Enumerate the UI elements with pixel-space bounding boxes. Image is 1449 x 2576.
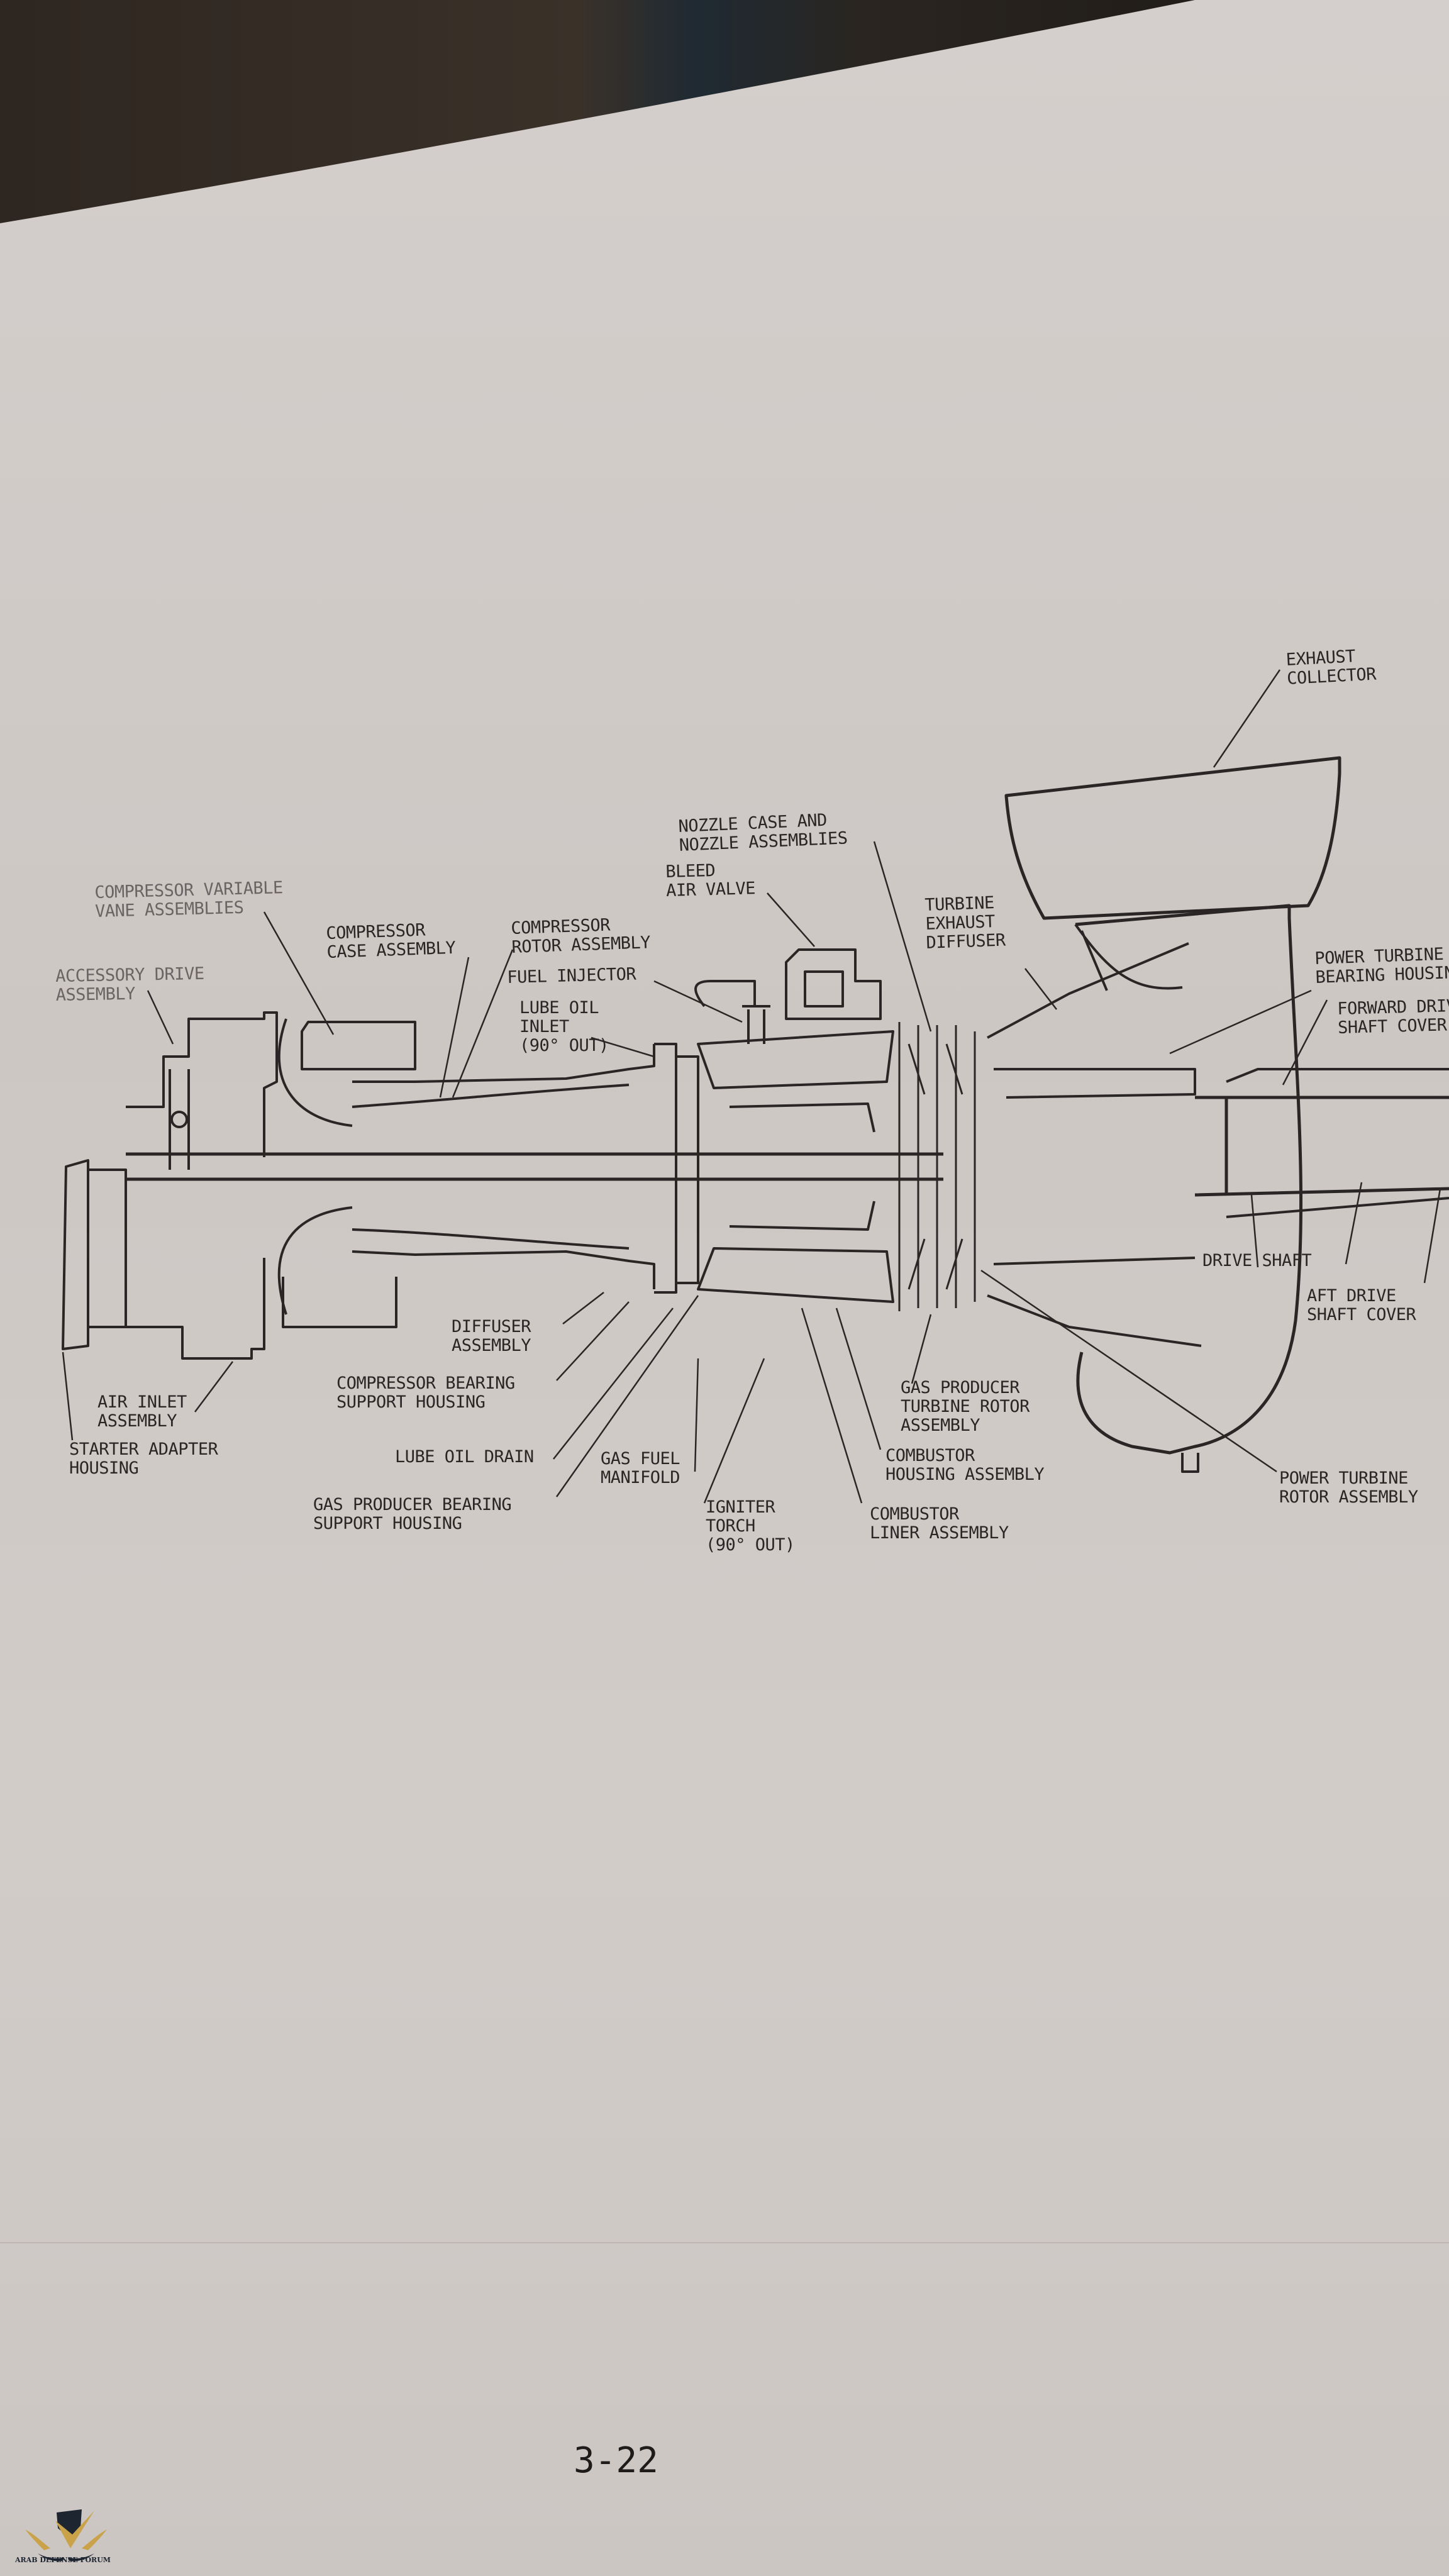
- label-combustor-liner: COMBUSTOR LINER ASSEMBLY: [870, 1504, 1009, 1543]
- drive-shaft-shape: [1194, 1096, 1449, 1197]
- label-exhaust-collector: EXHAUST COLLECTOR: [1285, 647, 1377, 689]
- label-diffuser-assembly: DIFFUSER ASSEMBLY: [452, 1317, 531, 1355]
- label-accessory-drive: ACCESSORY DRIVE ASSEMBLY: [55, 963, 204, 1005]
- exhaust-collector-shape: [1004, 756, 1341, 920]
- label-aft-drive-shaft-cover: AFT DRIVE SHAFT COVER: [1307, 1286, 1416, 1324]
- page-number: 3-22: [574, 2440, 658, 2481]
- compressor-flowpath-bottom: [352, 1228, 630, 1250]
- compressor-case-bottom: [352, 1250, 655, 1289]
- paper-crease: [0, 2242, 1449, 2243]
- compressor-case-top: [352, 1044, 655, 1083]
- label-combustor-housing: COMBUSTOR HOUSING ASSEMBLY: [886, 1446, 1045, 1484]
- label-forward-drive-shaft-cover: FORWARD DRIVE SHAFT COVER: [1336, 996, 1449, 1038]
- leader-lines: [62, 669, 1441, 1504]
- label-drive-shaft: DRIVE SHAFT: [1202, 1251, 1312, 1270]
- watermark-name: ARAB DEFENSE FORUM: [15, 2556, 111, 2564]
- vane-actuator-bottom: [282, 1277, 397, 1328]
- arab-defense-forum-logo: [25, 2509, 107, 2562]
- label-gas-fuel-manifold: GAS FUEL MANIFOLD: [601, 1449, 680, 1487]
- label-igniter-torch: IGNITER TORCH (90° OUT): [706, 1497, 795, 1555]
- collector-drain: [1181, 1453, 1199, 1473]
- label-power-turbine-bearing: POWER TURBINE BEARING HOUSING: [1314, 944, 1449, 987]
- combustor-liner: [729, 1102, 875, 1231]
- starter-adapter-shape: [62, 1159, 127, 1350]
- label-lube-oil-inlet: LUBE OIL INLET (90° OUT): [519, 998, 609, 1055]
- drive-shaft-cover: [1226, 1068, 1449, 1218]
- label-power-turbine-rotor: POWER TURBINE ROTOR ASSEMBLY: [1279, 1468, 1418, 1507]
- lube-pipe: [694, 980, 756, 1008]
- label-lube-oil-drain: LUBE OIL DRAIN: [395, 1447, 534, 1467]
- label-compressor-variable-vane: COMPRESSOR VARIABLE VANE ASSEMBLIES: [94, 878, 284, 921]
- label-compressor-rotor: COMPRESSOR ROTOR ASSEMBLY: [510, 915, 651, 957]
- compressor-flowpath-top: [352, 1084, 630, 1108]
- fuel-injector-shape: [742, 1005, 770, 1044]
- combustor-upper: [697, 1030, 894, 1089]
- exhaust-diffuser-inner: [1074, 923, 1183, 991]
- exhaust-collector-lower: [1075, 904, 1303, 1455]
- label-turbine-exhaust-diffuser: TURBINE EXHAUST DIFFUSER: [924, 893, 1006, 953]
- label-starter-adapter: STARTER ADAPTER HOUSING: [69, 1440, 218, 1478]
- label-air-inlet: AIR INLET ASSEMBLY: [97, 1392, 187, 1431]
- exhaust-diffuser-shape: [987, 942, 1202, 1347]
- label-bleed-air-valve: BLEED AIR VALVE: [665, 860, 756, 901]
- label-compressor-case: COMPRESSOR CASE ASSEMBLY: [325, 920, 456, 962]
- inlet-duct-curve: [277, 1018, 353, 1315]
- label-nozzle-case: NOZZLE CASE AND NOZZLE ASSEMBLIES: [677, 810, 848, 855]
- turbine-rotors: [898, 1022, 976, 1311]
- diffuser-flange: [654, 1043, 699, 1294]
- main-shaft: [126, 1152, 943, 1181]
- air-inlet-housing-shape: [126, 1011, 278, 1360]
- bleed-air-valve-shape: [785, 948, 882, 1020]
- label-gas-producer-turbine-rotor: GAS PRODUCER TURBINE ROTOR ASSEMBLY: [901, 1378, 1030, 1435]
- label-fuel-injector: FUEL INJECTOR: [506, 964, 636, 987]
- power-turbine-housing: [993, 1068, 1196, 1265]
- combustor-lower: [697, 1247, 894, 1303]
- vane-actuator-top: [301, 1021, 416, 1070]
- label-gas-producer-bearing-support: GAS PRODUCER BEARING SUPPORT HOUSING: [313, 1495, 512, 1533]
- label-compressor-bearing-support: COMPRESSOR BEARING SUPPORT HOUSING: [336, 1374, 515, 1412]
